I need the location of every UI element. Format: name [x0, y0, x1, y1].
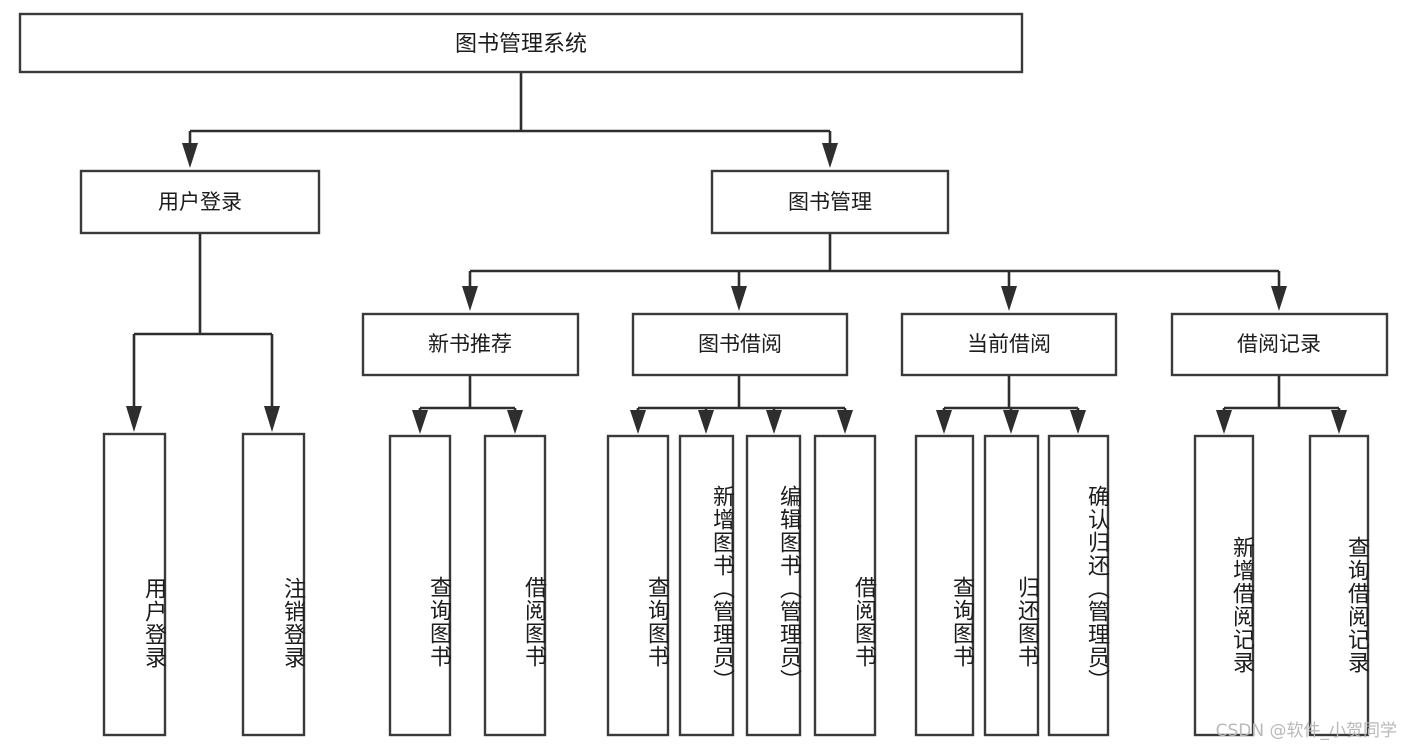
arrow-head-record-leaf-2	[1331, 410, 1347, 434]
leaf-box-borrow-book-newbook[interactable]	[483, 434, 547, 737]
arrow-head-borrow	[731, 286, 747, 311]
node-book-management[interactable]: 图书管理	[710, 169, 950, 235]
node-user-login-box[interactable]	[79, 169, 321, 235]
leaf-box-query-book-newbook[interactable]	[388, 434, 452, 737]
leaf-label-confirm-return-admin: 确认归还（管理员）	[1084, 484, 1109, 692]
arrow-head-record	[1271, 286, 1287, 311]
node-new-book-recommend-label: 新书推荐	[428, 332, 512, 356]
node-root-label: 图书管理系统	[455, 32, 587, 57]
arrow-head-borrow-leaf-1	[630, 410, 646, 434]
node-current-borrow-label: 当前借阅	[967, 332, 1051, 356]
node-book-borrow[interactable]: 图书借阅	[631, 312, 849, 377]
arrow-head-leaf-1	[126, 406, 142, 432]
arrow-head-current-leaf-3	[1070, 410, 1086, 434]
leaf-box-logout[interactable]	[241, 432, 306, 737]
node-book-management-label: 图书管理	[788, 190, 872, 214]
node-user-login[interactable]: 用户登录	[79, 169, 321, 235]
leaf-label-return-book: 归还图书	[1014, 575, 1039, 668]
arrow-head-book-mgmt	[822, 143, 838, 168]
arrow-head-newbook-leaf-2	[507, 410, 523, 434]
leaf-box-return-book[interactable]	[983, 434, 1040, 737]
arrow-head-borrow-leaf-3	[766, 410, 782, 434]
connector-root-to-level1	[182, 72, 838, 168]
arrow-head-current-leaf-1	[936, 410, 952, 434]
leaf-label-query-book-newbook: 查询图书	[426, 575, 451, 668]
arrow-head-borrow-leaf-4	[837, 410, 853, 434]
connector-record-to-leaves	[1216, 376, 1347, 434]
arrow-head-newbook-leaf-1	[412, 410, 428, 434]
connector-bookmgmt-to-level2	[462, 234, 1287, 311]
node-root-system[interactable]: 图书管理系统	[18, 12, 1024, 74]
leaf-box-borrow-book[interactable]	[813, 434, 877, 737]
node-borrow-record-label: 借阅记录	[1237, 332, 1321, 356]
leaf-label-query-book-borrow: 查询图书	[644, 575, 669, 668]
leaf-label-user-login: 用户登录	[141, 576, 166, 669]
leaf-box-confirm-return-admin[interactable]	[1047, 434, 1110, 737]
leaf-box-query-book-borrow[interactable]	[606, 434, 670, 737]
arrow-head-current	[1001, 286, 1017, 311]
leaf-box-add-borrow-record[interactable]	[1193, 434, 1255, 737]
connector-newbook-to-leaves	[412, 376, 523, 434]
leaf-label-query-borrow-record: 查询借阅记录	[1344, 535, 1369, 674]
arrow-head-newbook	[462, 286, 478, 311]
node-borrow-record[interactable]: 借阅记录	[1170, 312, 1389, 377]
arrow-head-current-leaf-2	[1003, 410, 1019, 434]
leaf-box-query-borrow-record[interactable]	[1308, 434, 1370, 737]
node-current-borrow[interactable]: 当前借阅	[900, 312, 1118, 377]
leaf-label-add-book-admin: 新增图书（管理员）	[709, 484, 734, 692]
connector-current-to-leaves	[936, 376, 1086, 434]
node-book-borrow-label: 图书借阅	[698, 332, 782, 356]
leaf-label-add-borrow-record: 新增借阅记录	[1229, 535, 1254, 674]
node-new-book-recommend[interactable]: 新书推荐	[361, 312, 580, 377]
leaf-box-edit-book-admin[interactable]	[745, 434, 802, 737]
arrow-head-record-leaf-1	[1216, 410, 1232, 434]
node-root-box[interactable]	[18, 12, 1024, 74]
node-user-login-label: 用户登录	[158, 190, 242, 214]
leaf-label-query-book-current: 查询图书	[949, 575, 974, 668]
leaf-box-add-book-admin[interactable]	[678, 434, 735, 737]
leaf-label-edit-book-admin: 编辑图书（管理员）	[776, 484, 801, 692]
connector-borrow-to-leaves	[630, 376, 853, 434]
node-book-borrow-box[interactable]	[631, 312, 849, 377]
arrow-head-leaf-2	[264, 406, 280, 432]
leaf-label-borrow-book-newbook: 借阅图书	[521, 575, 546, 668]
node-current-borrow-box[interactable]	[900, 312, 1118, 377]
arrow-head-user-login	[182, 143, 198, 168]
leaf-label-logout: 注销登录	[280, 576, 305, 669]
leaf-box-query-book-current[interactable]	[914, 434, 975, 737]
node-new-book-recommend-box[interactable]	[361, 312, 580, 377]
node-book-management-box[interactable]	[710, 169, 950, 235]
leaf-box-user-login[interactable]	[102, 432, 167, 737]
arrow-head-borrow-leaf-2	[698, 410, 714, 434]
leaf-label-borrow-book: 借阅图书	[851, 575, 876, 668]
connector-userlogin-to-leaves	[126, 234, 280, 432]
node-borrow-record-box[interactable]	[1170, 312, 1389, 377]
